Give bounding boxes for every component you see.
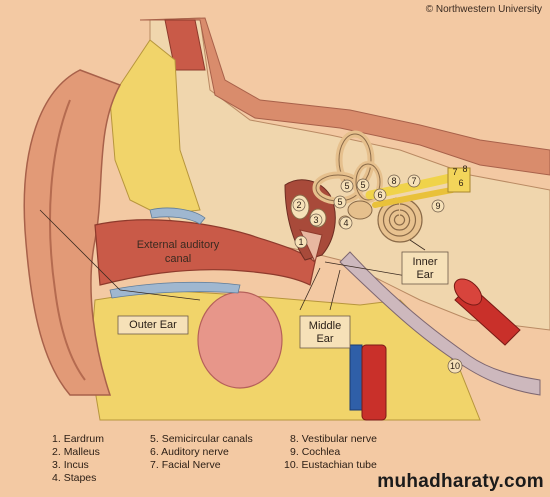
- leader-line-outer: [39, 209, 121, 291]
- legend-item-9: 9. Cochlea: [290, 446, 341, 458]
- marker-6: 6: [377, 190, 382, 200]
- carotid-artery-end: [453, 278, 483, 306]
- inner-ear-label-1: Inner: [412, 256, 437, 268]
- scalp-layer: [139, 17, 550, 176]
- pinna-inner-fold: [49, 99, 86, 381]
- fat-tissue-lower: [89, 289, 481, 421]
- cartilage-strip: [109, 281, 241, 299]
- marker-7-right: 7: [452, 167, 457, 177]
- leader-line-middle-2: [329, 269, 341, 311]
- eustachian-tube: [339, 251, 541, 396]
- legend-item-8: 8. Vestibular nerve: [290, 433, 377, 445]
- jugular-vein: [349, 344, 363, 411]
- middle-ear-label-2: Ear: [316, 333, 333, 345]
- nerve-bundle-2: [372, 187, 455, 208]
- outer-ear-label: Outer Ear: [129, 319, 177, 331]
- marker-8-right: 8: [462, 164, 467, 174]
- marker-7: 7: [411, 176, 416, 186]
- legend: 1. Eardrum 2. Malleus 3. Incus 4. Stapes…: [0, 425, 550, 497]
- inner-ear-box: [401, 251, 449, 285]
- leader-line-inner: [409, 239, 426, 251]
- leader-line-outer-2: [119, 289, 201, 301]
- site-watermark: muhadharaty.com: [377, 471, 544, 492]
- nerve-end-block: [447, 167, 471, 193]
- outer-ear-box: [117, 315, 189, 335]
- legend-item-7: 7. Facial Nerve: [150, 459, 221, 471]
- cartilage-strip-upper: [149, 207, 206, 225]
- marker-4: 4: [343, 218, 348, 228]
- semicircular-canal-3-edge: [355, 163, 381, 201]
- muscle-strip: [164, 19, 206, 71]
- marker-5b: 5: [337, 197, 342, 207]
- copyright-credit: © Northwestern University: [425, 4, 542, 15]
- legend-item-1: 1. Eardrum: [52, 433, 104, 445]
- marker-group: 1 2 3 4 5 5 5 6 7 8 9 10 7 8 6: [292, 164, 468, 374]
- marker-5c: 5: [360, 180, 365, 190]
- marker-8: 8: [391, 176, 396, 186]
- marker-1: 1: [298, 237, 303, 247]
- fat-tissue-upper: [109, 39, 201, 216]
- external-canal-label-1: External auditory: [137, 239, 220, 251]
- ear-illustration: External auditory canal Outer Ear Middle…: [23, 17, 550, 421]
- gland: [197, 291, 283, 389]
- marker-3: 3: [313, 215, 318, 225]
- leader-line-middle: [299, 267, 321, 311]
- marker-10: 10: [450, 361, 460, 371]
- legend-item-10: 10. Eustachian tube: [284, 459, 377, 471]
- legend-item-4: 4. Stapes: [52, 472, 97, 484]
- legend-item-2: 2. Malleus: [52, 446, 100, 458]
- marker-9: 9: [435, 201, 440, 211]
- external-canal-label-2: canal: [165, 253, 191, 265]
- artery-vertical: [361, 344, 387, 421]
- legend-item-6: 6. Auditory nerve: [150, 446, 229, 458]
- cochlea-spiral: [382, 203, 417, 237]
- ear-canal: [94, 219, 316, 286]
- marker-2: 2: [296, 200, 301, 210]
- inner-ear-label-2: Ear: [416, 269, 433, 281]
- legend-item-5: 5. Semicircular canals: [150, 433, 253, 445]
- vestibule: [347, 200, 373, 220]
- middle-ear-box: [299, 315, 351, 349]
- marker-5a: 5: [344, 181, 349, 191]
- legend-item-3: 3. Incus: [52, 459, 89, 471]
- pinna: [23, 69, 122, 396]
- marker-6-right: 6: [458, 178, 463, 188]
- middle-ear-label-1: Middle: [309, 320, 341, 332]
